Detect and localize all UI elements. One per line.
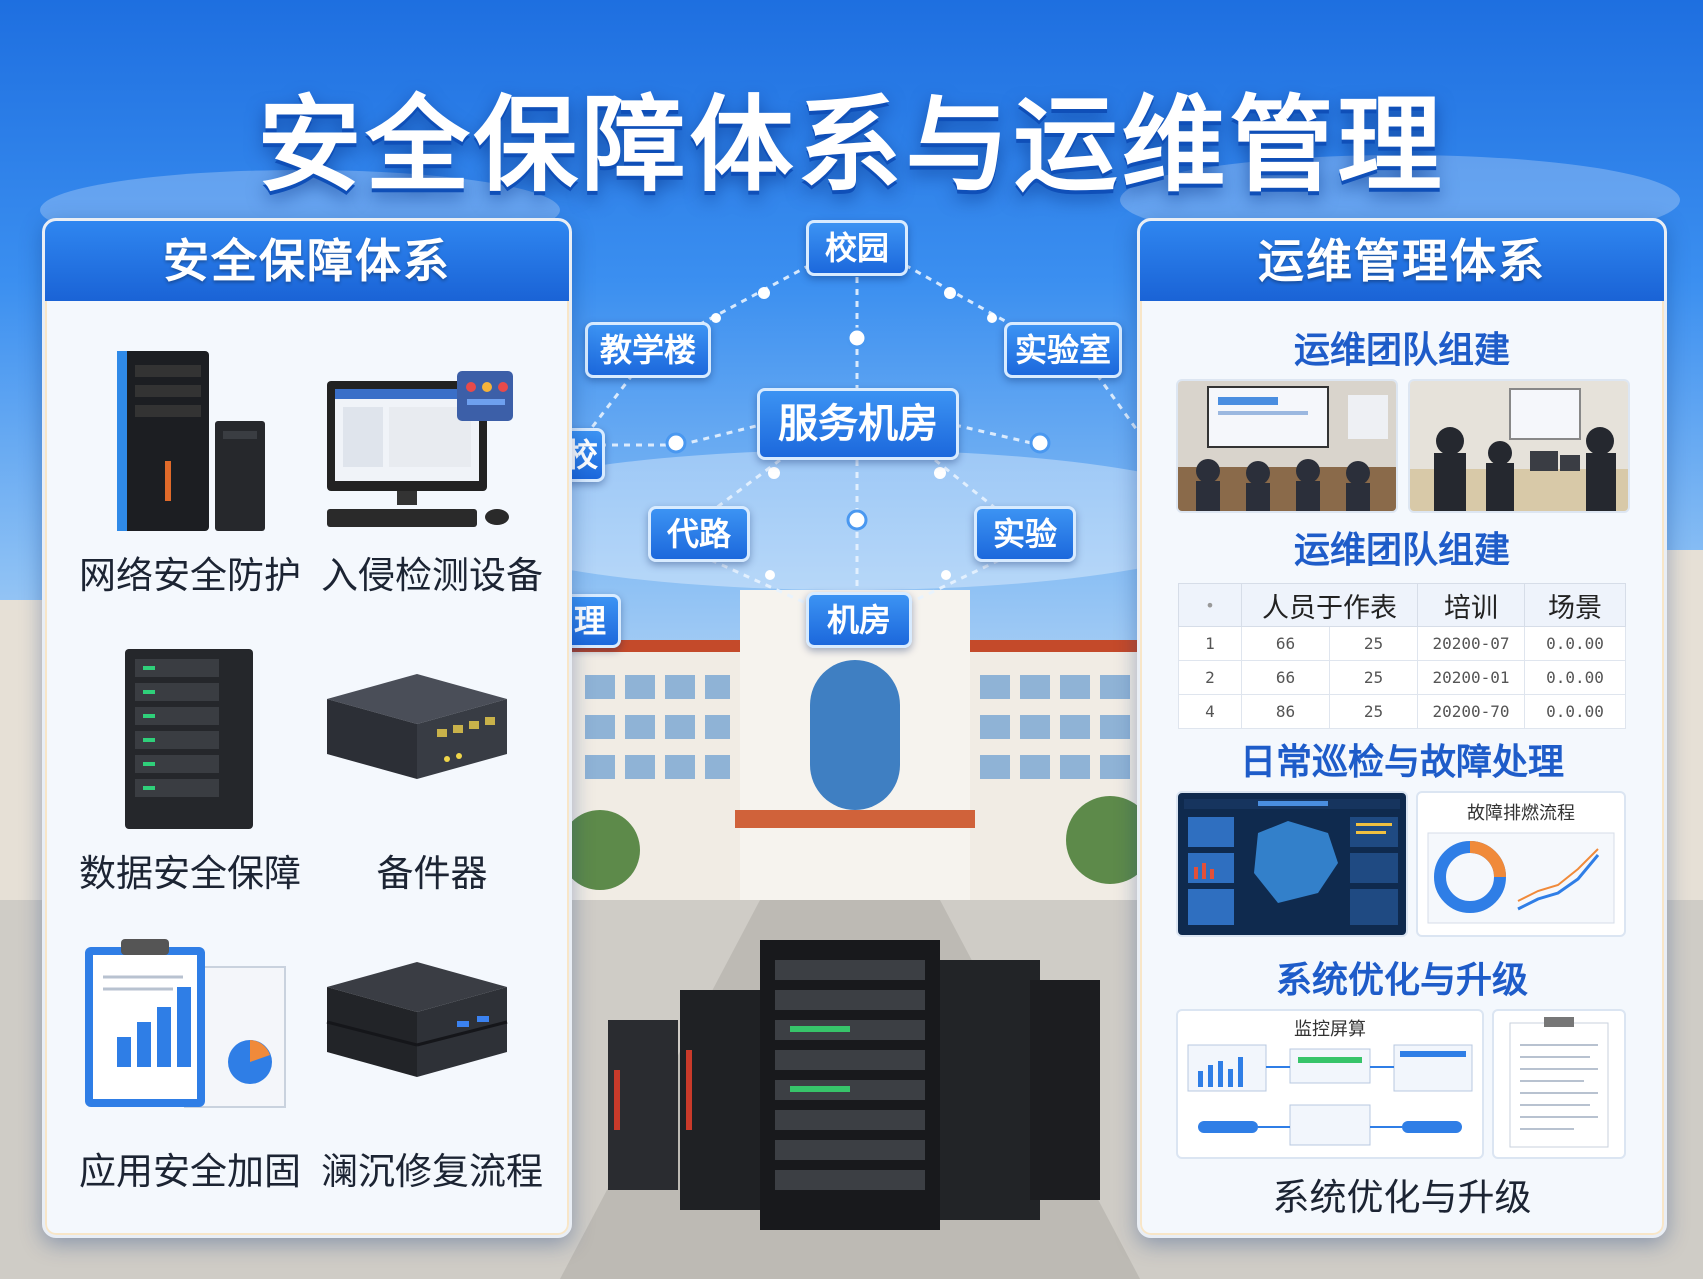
tile-recovery-process[interactable]: 澜沉修复流程: [307, 927, 557, 1195]
section-team-building: 运维团队组建: [1293, 330, 1510, 371]
table-cell: 0.0.00: [1524, 626, 1626, 661]
table-cell: 66: [1241, 660, 1330, 695]
table-cell: 86: [1241, 694, 1330, 729]
table-cell: 4: [1178, 694, 1242, 729]
page-title: 安全保障体系与运维管理: [257, 84, 1446, 206]
section-optimization: 系统优化与升级: [1275, 960, 1528, 1001]
operations-footer: 系统优化与升级: [1272, 1176, 1532, 1219]
monitor-screen-card: 监控屏算: [1176, 1009, 1484, 1159]
mini-pc-icon: [307, 927, 557, 1137]
table-cell: 25: [1329, 694, 1418, 729]
table-cell: 20200-07: [1417, 626, 1525, 661]
node-laboratory: 实验室: [1004, 322, 1122, 378]
computer-monitor-icon: [307, 331, 557, 541]
table-cell: 20200-01: [1417, 660, 1525, 695]
security-panel: 安全保障体系 网络安全防护: [42, 218, 572, 1238]
table-row: 1 66 25 20200-07 0.0.00: [1178, 626, 1626, 661]
tile-label: 数据安全保障: [79, 852, 301, 895]
staff-table: • 人员于作表 培训 场景 1 66 25 20200-07 0.0.00 2 …: [1178, 583, 1626, 729]
node-service-room: 服务机房: [757, 388, 959, 460]
tile-label: 澜沉修复流程: [321, 1150, 543, 1193]
tile-label: 网络安全防护: [79, 554, 301, 597]
table-cell: 25: [1329, 626, 1418, 661]
table-cell: 25: [1329, 660, 1418, 695]
monitor-screen-title: 监控屏算: [1294, 1019, 1366, 1040]
table-cell: 20200-70: [1417, 694, 1525, 729]
table-header: 培训: [1417, 583, 1525, 627]
server-rack-group: [608, 940, 1100, 1230]
operations-panel-heading: 运维管理体系: [1140, 221, 1664, 301]
team-classroom-photo: [1176, 379, 1398, 513]
operations-panel: 运维管理体系 运维团队组建 运维团队组建 • 人: [1137, 218, 1667, 1238]
node-route: 代路: [648, 506, 750, 562]
server-tower-icon: [65, 331, 315, 541]
tile-label: 入侵检测设备: [321, 554, 543, 597]
table-cell: 0.0.00: [1524, 660, 1626, 695]
document-card: [1492, 1009, 1626, 1159]
node-campus: 校园: [806, 220, 908, 276]
section-team-building-2: 运维团队组建: [1293, 530, 1510, 571]
tile-data-security[interactable]: 数据安全保障: [65, 629, 315, 897]
network-switch-icon: [307, 629, 557, 839]
fault-flow-card: 故障排燃流程: [1416, 791, 1626, 937]
tile-app-hardening[interactable]: 应用安全加固: [65, 927, 315, 1195]
node-experiment: 实验: [974, 506, 1076, 562]
tile-label: 应用安全加固: [79, 1150, 301, 1193]
rack-server-icon: [65, 629, 315, 839]
table-cell: 1: [1178, 626, 1242, 661]
tile-network-security[interactable]: 网络安全防护: [65, 331, 315, 599]
section-inspection: 日常巡检与故障处理: [1239, 742, 1564, 783]
table-row: 4 86 25 20200-70 0.0.00: [1178, 694, 1626, 729]
table-cell: 66: [1241, 626, 1330, 661]
security-panel-heading: 安全保障体系: [45, 221, 569, 301]
table-header: 人员于作表: [1241, 583, 1418, 627]
tile-intrusion-detection[interactable]: 入侵检测设备: [307, 331, 557, 599]
table-cell: 2: [1178, 660, 1242, 695]
tile-label: 备件器: [376, 852, 488, 895]
table-cell: 0.0.00: [1524, 694, 1626, 729]
table-row: 2 66 25 20200-01 0.0.00: [1178, 660, 1626, 695]
fault-flow-title: 故障排燃流程: [1467, 803, 1575, 824]
node-machine-room: 机房: [806, 592, 912, 648]
team-office-photo: [1408, 379, 1630, 513]
table-header: •: [1178, 583, 1242, 627]
monitoring-dashboard-card: [1176, 791, 1408, 937]
tile-spare-parts[interactable]: 备件器: [307, 629, 557, 897]
node-teaching-building: 教学楼: [585, 322, 711, 378]
table-header: 场景: [1524, 583, 1626, 627]
report-clipboard-icon: [65, 927, 315, 1137]
